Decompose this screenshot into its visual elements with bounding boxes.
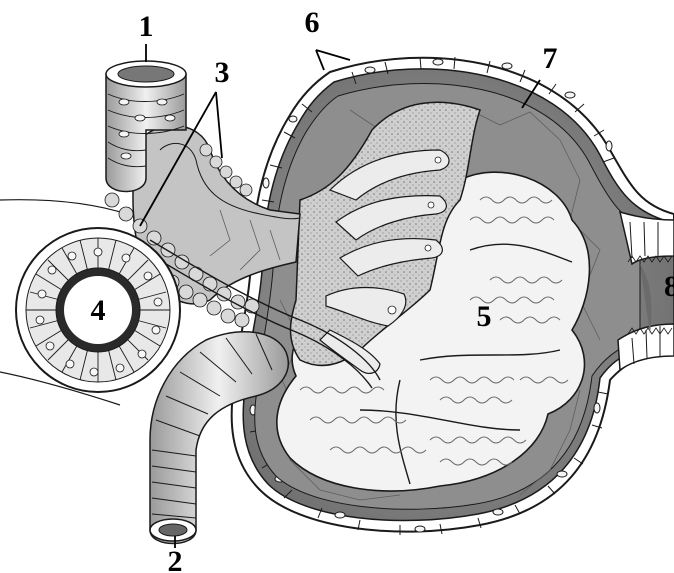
- label-7: 7: [543, 42, 558, 75]
- label-6: 6: [305, 6, 320, 39]
- label-8: 8: [664, 270, 674, 303]
- label-4: 4: [91, 294, 106, 327]
- label-5: 5: [477, 300, 492, 333]
- label-3: 3: [215, 56, 230, 89]
- label-1: 1: [139, 10, 154, 43]
- label-2: 2: [168, 545, 183, 573]
